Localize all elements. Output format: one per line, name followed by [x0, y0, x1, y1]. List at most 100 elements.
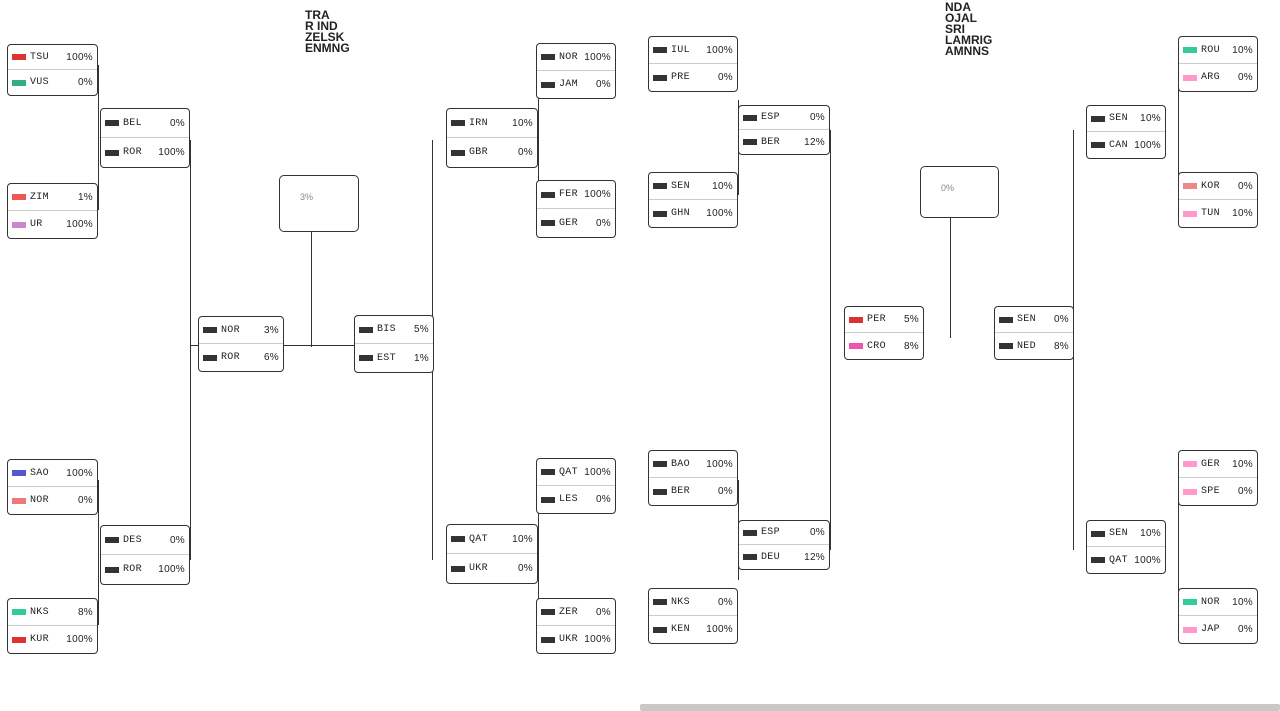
right-final-box[interactable]: 0%: [920, 166, 999, 218]
win-probability: 0%: [169, 117, 185, 129]
flag-icon: [451, 149, 465, 156]
team-code: TSU: [30, 51, 49, 63]
flag-icon: [849, 316, 863, 323]
team-code: NOR: [559, 51, 578, 63]
flag-icon: [12, 54, 26, 60]
win-probability: 0%: [1237, 624, 1253, 635]
win-probability: 0%: [595, 494, 611, 505]
right-finalist-label: NDA OJAL SRI LAMRIG AMNNS: [945, 1, 992, 57]
win-probability: 10%: [1140, 528, 1161, 539]
horizontal-scrollbar[interactable]: [640, 704, 1280, 711]
flag-icon: [105, 566, 119, 573]
left-final-box[interactable]: 3%: [279, 175, 359, 232]
team-code: NOR: [30, 495, 49, 506]
team-code: GER: [559, 217, 578, 229]
